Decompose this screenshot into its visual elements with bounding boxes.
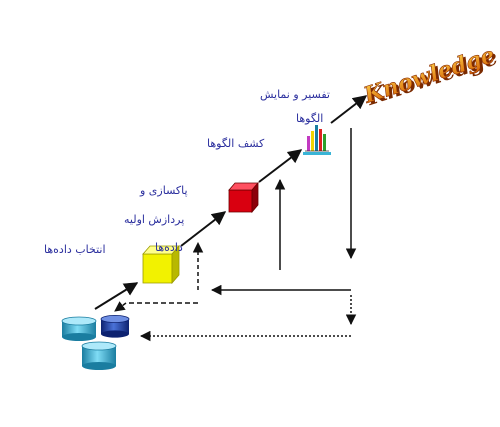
- label-pattern-mining: کشف الگوها: [207, 137, 265, 150]
- arrow-select-to-preprocess: [94, 282, 139, 310]
- process-arrows: [94, 95, 368, 310]
- arrow-preprocess-to-mining: [180, 211, 227, 247]
- label-data-selection: انتخاب داده‌ها: [44, 243, 106, 256]
- knowledge-wordart: Knowledge Knowledge: [360, 42, 500, 112]
- feedback-dashed-arrows: [114, 241, 357, 342]
- cube-icon: [142, 244, 180, 285]
- bar-chart-icon: [303, 125, 331, 155]
- arrow-mining-to-interpret: [258, 149, 303, 183]
- arrow-interpret-to-knowledge: [330, 95, 368, 124]
- cube-icon: [228, 181, 259, 214]
- label-interpret-line2: الگوها: [296, 112, 324, 125]
- label-interpret-line1: تفسیر و نمایش: [260, 88, 330, 101]
- label-preprocess-line3: داده‌ها: [155, 241, 183, 254]
- label-preprocess-line2: پردازش اولیه: [124, 213, 185, 226]
- feedback-arrows: [210, 128, 357, 296]
- label-preprocess-line1: پاکسازی و: [140, 184, 188, 197]
- database-icon: [61, 314, 130, 370]
- arrow-to-database-dashed: [114, 301, 127, 312]
